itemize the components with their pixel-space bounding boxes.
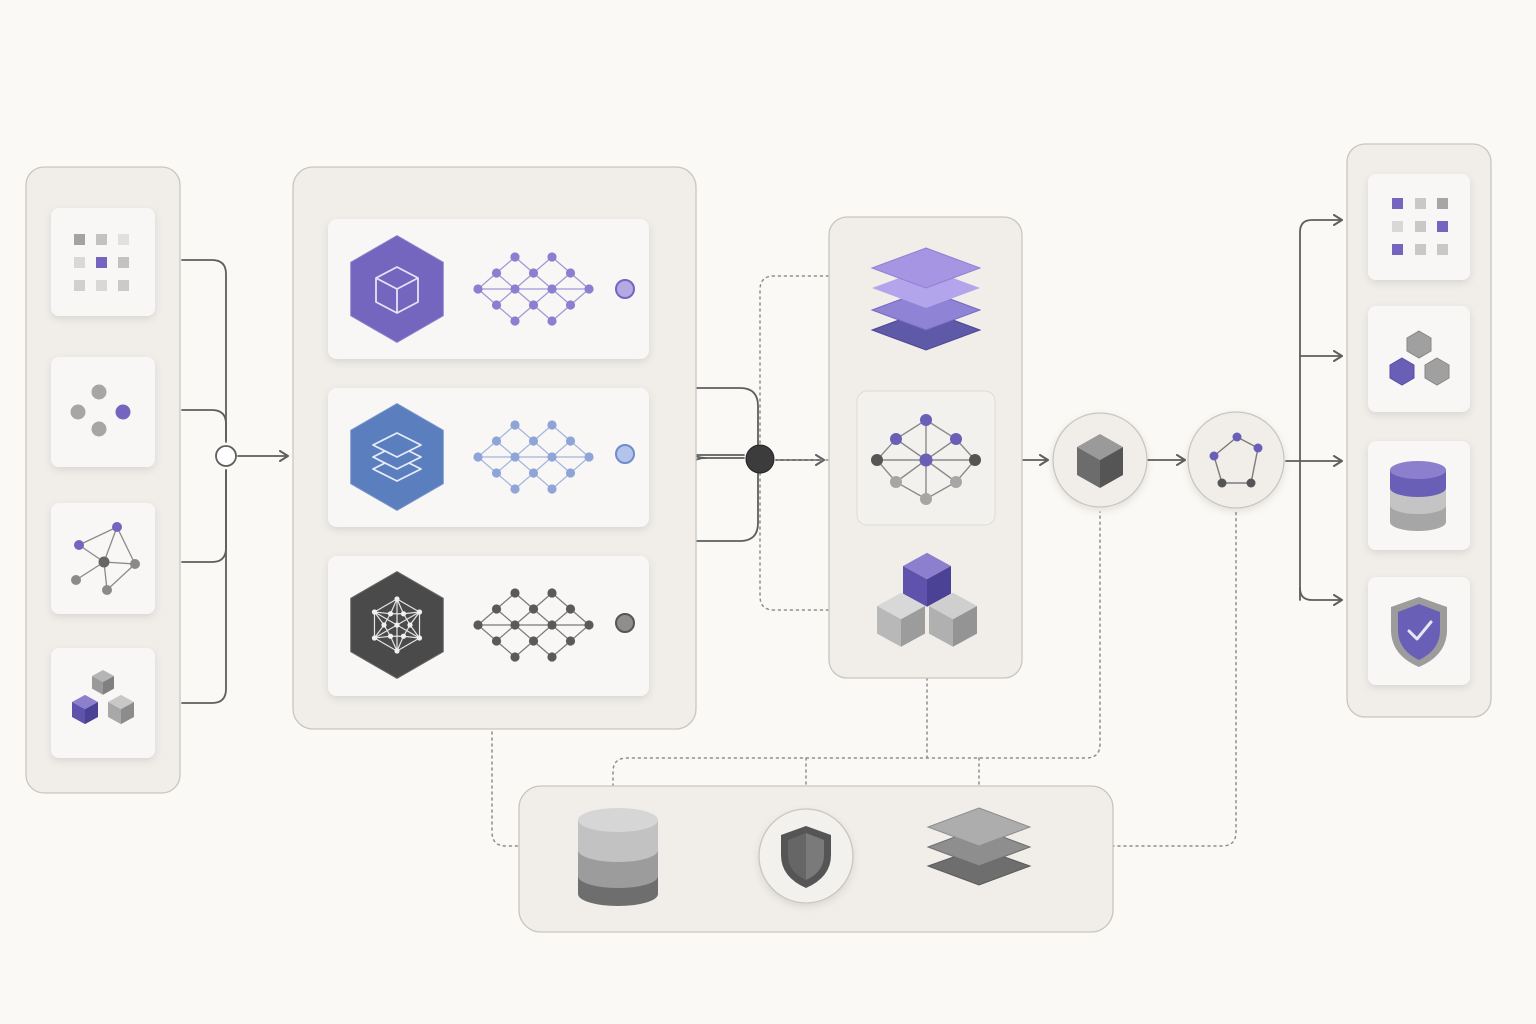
input-card-dots[interactable] bbox=[51, 357, 155, 467]
cube-icon bbox=[1077, 434, 1123, 488]
model-networks bbox=[473, 252, 594, 662]
output-card-hex[interactable] bbox=[1368, 306, 1470, 412]
input-card-cubes[interactable] bbox=[51, 648, 155, 758]
graph-node-card[interactable] bbox=[856, 390, 996, 526]
graph-node-icon bbox=[871, 414, 981, 505]
pipeline-node-cube[interactable] bbox=[1052, 412, 1148, 508]
cube-icon bbox=[92, 669, 114, 695]
dotted-connectors bbox=[491, 275, 1237, 847]
layers-stack-icon bbox=[870, 247, 982, 351]
dots-cluster-icon bbox=[70, 384, 131, 437]
cube-icon bbox=[72, 694, 98, 725]
input-merge-node bbox=[215, 445, 237, 467]
output-card-database[interactable] bbox=[1368, 441, 1470, 550]
neural-network-icon bbox=[473, 588, 594, 662]
storage-panel bbox=[518, 785, 1114, 933]
model-badges bbox=[349, 233, 445, 681]
processing-panel bbox=[828, 216, 1023, 679]
neural-network-icon bbox=[473, 420, 594, 494]
mesh-hex-badge-icon bbox=[349, 569, 445, 681]
cube-icon bbox=[929, 592, 977, 647]
model-output-port[interactable] bbox=[615, 279, 635, 299]
input-card-grid[interactable] bbox=[51, 208, 155, 316]
hex-cluster-icon bbox=[1389, 330, 1450, 386]
cube-cluster-icon bbox=[877, 552, 977, 647]
output-card-shield[interactable] bbox=[1368, 577, 1470, 685]
database-icon bbox=[1390, 461, 1446, 531]
layers-stack-icon bbox=[926, 807, 1032, 886]
cube-icon bbox=[108, 694, 134, 725]
shield-check-icon bbox=[1391, 597, 1447, 667]
pipeline-node-ring[interactable] bbox=[1187, 411, 1285, 509]
cube-icon bbox=[877, 592, 925, 647]
cube-icon bbox=[903, 552, 951, 607]
input-panel bbox=[25, 166, 181, 794]
input-card-graph[interactable] bbox=[51, 503, 155, 614]
grid-icon bbox=[1392, 198, 1448, 255]
cube-hex-badge-icon bbox=[349, 233, 445, 345]
shield-icon bbox=[781, 826, 831, 888]
cubes-icon bbox=[72, 669, 134, 725]
ring-graph-icon bbox=[1209, 432, 1263, 488]
graph-network-icon bbox=[75, 525, 137, 592]
output-card-grid[interactable] bbox=[1368, 174, 1470, 280]
model-output-port[interactable] bbox=[615, 444, 635, 464]
grid-icon bbox=[74, 234, 129, 291]
output-panel bbox=[1346, 143, 1492, 718]
models-panel bbox=[292, 166, 697, 730]
neural-network-icon bbox=[473, 252, 594, 326]
fusion-node[interactable] bbox=[745, 444, 775, 474]
database-icon bbox=[578, 808, 658, 906]
security-node[interactable] bbox=[758, 808, 854, 904]
model-output-port[interactable] bbox=[615, 613, 635, 633]
layers-hex-badge-icon bbox=[349, 401, 445, 513]
